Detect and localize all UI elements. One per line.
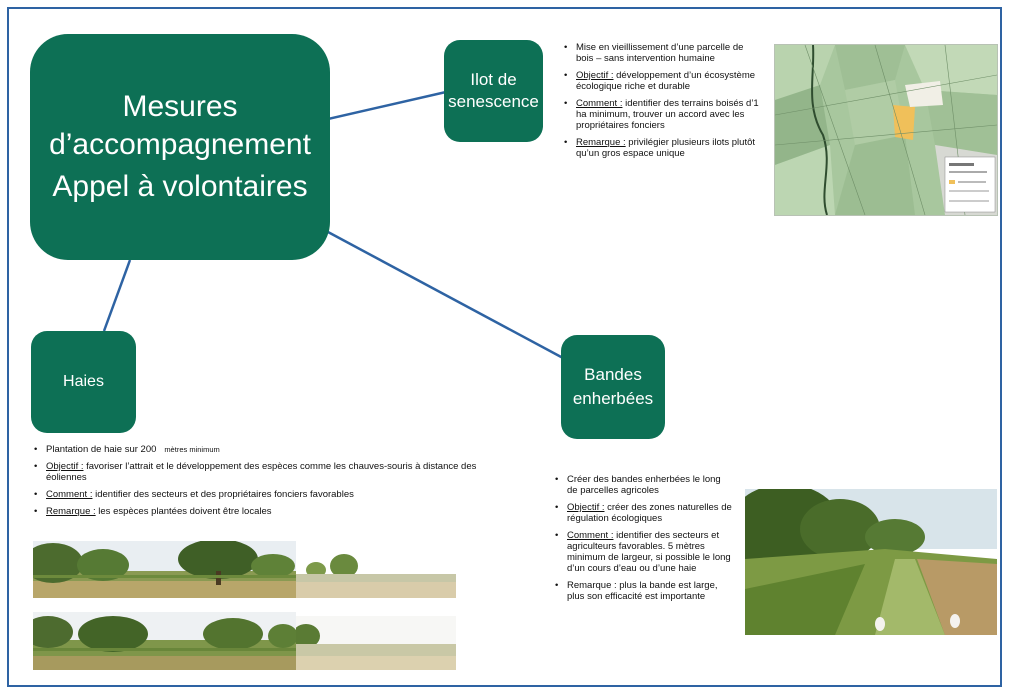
main-title-line3: Appel à volontaires (52, 170, 308, 203)
bandes-title-line1: Bandes (584, 365, 642, 384)
bandes-bullet-3: Comment : identifier des secteurs et agr… (553, 530, 733, 574)
haies-bullet-list: Plantation de haie sur 200 mètres minimu… (32, 444, 502, 523)
connector-haies (102, 259, 132, 332)
bandes-node: Bandes enherbées (561, 335, 665, 439)
haies-bullet-1: Plantation de haie sur 200 mètres minimu… (32, 444, 502, 455)
haies-node: Haies (31, 331, 136, 433)
bandes-bullet-4: Remarque : plus la bande est large, plus… (553, 580, 733, 602)
ilot-bullet-4: Remarque : privilégier plusieurs ilots p… (562, 137, 762, 159)
haies-bullet-4: Remarque : les espèces plantées doivent … (32, 506, 502, 517)
hedge-photo-1-extension (296, 548, 456, 598)
hedge-photo-2-extension (292, 616, 456, 670)
hedge-photo-1 (33, 541, 296, 598)
forest-map-image (774, 44, 998, 216)
haies-bullet-3: Comment : identifier des secteurs et des… (32, 489, 502, 500)
ilot-title: Ilot de senescence (448, 70, 539, 111)
ilot-bullet-3: Comment : identifier des terrains boisés… (562, 98, 762, 131)
main-title-line1: Mesures (122, 90, 238, 123)
bandes-bullet-list: Créer des bandes enherbées le long de pa… (553, 474, 733, 608)
haies-title: Haies (63, 373, 104, 390)
connector-bandes (327, 230, 564, 360)
ilot-bullet-list: Mise en vieillissement d’une parcelle de… (562, 42, 762, 165)
slide-frame (7, 7, 1002, 687)
grass-strip-photo (745, 489, 997, 635)
ilot-bullet-1: Mise en vieillissement d’une parcelle de… (562, 42, 762, 64)
haies-bullet-2: Objectif : favoriser l’attrait et le dév… (32, 461, 502, 483)
ilot-bullet-2: Objectif : développement d’un écosystème… (562, 70, 762, 92)
bandes-title-line2: enherbées (572, 389, 654, 408)
main-title-line2: d’accompagnement (49, 128, 311, 161)
ilot-node: Ilot de senescence (444, 40, 543, 142)
hedge-photo-2 (33, 612, 296, 670)
bandes-bullet-2: Objectif : créer des zones naturelles de… (553, 502, 733, 524)
bandes-bullet-1: Créer des bandes enherbées le long de pa… (553, 474, 733, 496)
main-node: Mesures d’accompagnement Appel à volonta… (30, 34, 330, 260)
